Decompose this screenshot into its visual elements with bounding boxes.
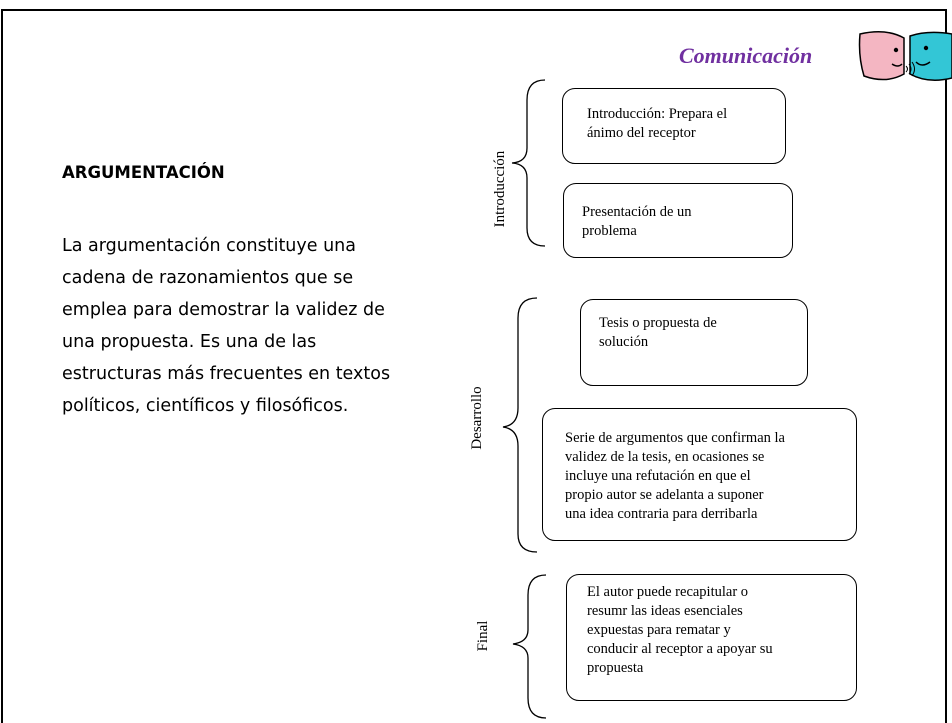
box-text: Introducción: Prepara el ánimo del recep…: [587, 106, 728, 141]
two-faces-talking-icon: [858, 31, 952, 81]
box-final-recapitular: El autor puede recapitular o resumr las …: [566, 574, 857, 701]
label-introduccion: Introducción: [492, 150, 508, 228]
box-argumentos: Serie de argumentos que confirman la val…: [542, 408, 857, 541]
box-introduccion-prepara: Introducción: Prepara el ánimo del recep…: [562, 88, 786, 164]
argumentation-paragraph: La argumentación constituye una cadena d…: [62, 236, 391, 416]
box-text: El autor puede recapitular o resumr las …: [587, 584, 773, 676]
box-text: Presentación de un problema: [582, 204, 692, 239]
box-presentacion-problema: Presentación de un problema: [563, 183, 793, 258]
box-tesis: Tesis o propuesta de solución: [580, 299, 808, 386]
section-title: ARGUMENTACIÓN: [62, 163, 225, 182]
box-text: Tesis o propuesta de solución: [599, 315, 717, 350]
box-text: Serie de argumentos que confirman la val…: [565, 430, 785, 522]
label-desarrollo: Desarrollo: [469, 386, 485, 450]
label-final: Final: [475, 620, 491, 652]
header-title: Comunicación: [679, 43, 813, 68]
